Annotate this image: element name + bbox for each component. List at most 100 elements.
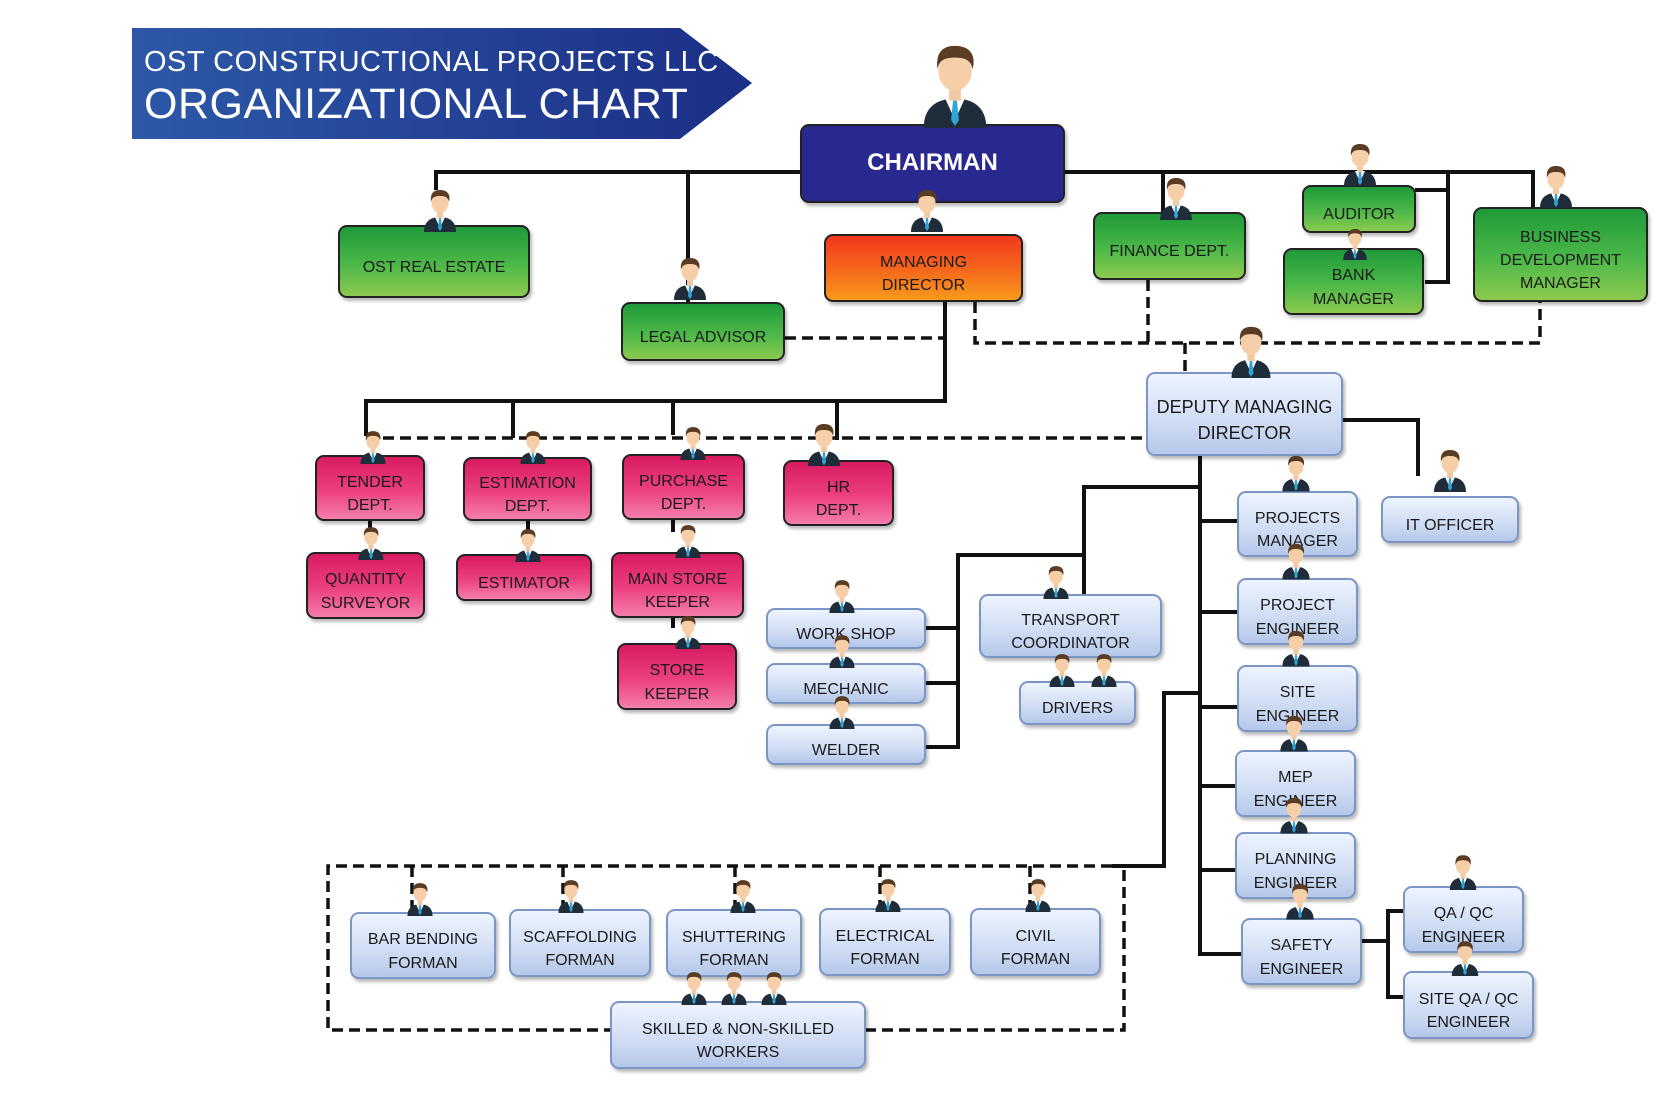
auditor-label: AUDITOR xyxy=(1323,206,1395,224)
legal-advisor-box[interactable]: LEGAL ADVISOR xyxy=(621,302,785,361)
main-store-keeper-box[interactable]: MAIN STORE KEEPER xyxy=(611,552,744,618)
person-icon xyxy=(730,880,756,913)
person-icon xyxy=(1280,797,1308,834)
person-icon xyxy=(808,424,840,466)
safety-engineer-box[interactable]: SAFETY ENGINEER xyxy=(1241,918,1362,985)
projects-manager-label: PROJECTS MANAGER xyxy=(1254,509,1341,550)
it-officer-box[interactable]: IT OFFICER xyxy=(1381,496,1519,543)
ost-real-estate-label: OST REAL ESTATE xyxy=(362,258,506,276)
quantity-surveyor-box[interactable]: QUANTITY SURVEYOR xyxy=(306,552,425,619)
bar-bending-forman-box[interactable]: BAR BENDING FORMAN xyxy=(350,912,496,979)
person-icon xyxy=(675,616,701,649)
person-icon xyxy=(1282,455,1310,492)
deputy-managing-director-box[interactable]: DEPUTY MANAGING DIRECTOR xyxy=(1146,372,1343,456)
planning-engineer-box[interactable]: PLANNING ENGINEER xyxy=(1235,832,1356,899)
finance-dept-box[interactable]: FINANCE DEPT. xyxy=(1093,212,1246,280)
drivers-label: DRIVERS xyxy=(1041,700,1114,718)
person-icon xyxy=(761,972,787,1005)
purchase-dept-label: PURCHASE DEPT. xyxy=(639,472,728,513)
safety-engineer-label: SAFETY ENGINEER xyxy=(1259,937,1344,978)
title-banner: OST CONSTRUCTIONAL PROJECTS LLC ORGANIZA… xyxy=(132,28,752,139)
person-icon xyxy=(911,190,943,232)
person-icon xyxy=(407,883,433,916)
hr-dept-box[interactable]: HR DEPT. xyxy=(783,460,894,526)
person-icon xyxy=(358,527,384,560)
person-icon xyxy=(829,580,855,613)
main-store-keeper-label: MAIN STORE KEEPER xyxy=(627,570,728,611)
person-icon xyxy=(923,45,987,128)
person-icon xyxy=(721,972,747,1005)
person-icon xyxy=(1043,566,1069,599)
store-keeper-box[interactable]: STORE KEEPER xyxy=(617,643,737,710)
person-icon xyxy=(875,879,901,912)
civil-forman-box[interactable]: CIVIL FORMAN xyxy=(970,908,1101,976)
drivers-box[interactable]: DRIVERS xyxy=(1019,681,1136,725)
chart-title: ORGANIZATIONAL CHART xyxy=(144,80,689,128)
company-name: OST CONSTRUCTIONAL PROJECTS LLC xyxy=(144,46,719,78)
estimation-dept-box[interactable]: ESTIMATION DEPT. xyxy=(463,457,592,521)
managing-director-box[interactable]: MANAGING DIRECTOR xyxy=(824,234,1023,302)
store-keeper-label: STORE KEEPER xyxy=(644,662,710,703)
site-qa-qc-engineer-label: SITE QA / QC ENGINEER xyxy=(1418,990,1519,1031)
auditor-box[interactable]: AUDITOR xyxy=(1302,185,1416,233)
transport-coordinator-box[interactable]: TRANSPORT COORDINATOR xyxy=(979,594,1162,658)
skilled-non-skilled-workers-box[interactable]: SKILLED & NON-SKILLED WORKERS xyxy=(610,1001,866,1069)
skilled-non-skilled-workers-label: SKILLED & NON-SKILLED WORKERS xyxy=(641,1020,835,1061)
tender-dept-label: TENDER DEPT. xyxy=(337,473,403,514)
chairman-label: CHAIRMAN xyxy=(867,149,998,177)
hr-dept-label: HR DEPT. xyxy=(815,478,862,519)
mechanic-box[interactable]: MECHANIC xyxy=(766,663,926,704)
welder-box[interactable]: WELDER xyxy=(766,724,926,765)
transport-coordinator-label: TRANSPORT COORDINATOR xyxy=(1011,611,1130,652)
person-icon xyxy=(681,972,707,1005)
person-icon xyxy=(829,635,855,668)
finance-dept-label: FINANCE DEPT. xyxy=(1109,243,1230,261)
person-icon xyxy=(515,529,541,562)
qa-qc-engineer-label: QA / QC ENGINEER xyxy=(1421,905,1506,946)
managing-director-label: MANAGING DIRECTOR xyxy=(879,253,968,294)
electrical-forman-box[interactable]: ELECTRICAL FORMAN xyxy=(819,908,951,976)
bank-manager-label: BANK MANAGER xyxy=(1313,267,1394,308)
person-icon xyxy=(424,190,456,232)
person-icon xyxy=(1282,630,1310,667)
person-icon xyxy=(360,431,386,464)
person-icon xyxy=(1286,883,1314,920)
estimator-box[interactable]: ESTIMATOR xyxy=(456,554,592,601)
person-icon xyxy=(1282,543,1310,580)
bar-bending-forman-label: BAR BENDING FORMAN xyxy=(367,931,479,972)
scaffolding-forman-box[interactable]: SCAFFOLDING FORMAN xyxy=(509,909,651,977)
site-qa-qc-engineer-box[interactable]: SITE QA / QC ENGINEER xyxy=(1403,971,1534,1039)
qa-qc-engineer-box[interactable]: QA / QC ENGINEER xyxy=(1403,886,1524,953)
ost-real-estate-box[interactable]: OST REAL ESTATE xyxy=(338,225,530,298)
person-icon xyxy=(1540,166,1572,208)
site-engineer-label: SITE ENGINEER xyxy=(1255,684,1340,725)
shuttering-forman-label: SHUTTERING FORMAN xyxy=(682,928,786,969)
planning-engineer-label: PLANNING ENGINEER xyxy=(1253,851,1338,892)
shuttering-forman-box[interactable]: SHUTTERING FORMAN xyxy=(666,909,802,977)
scaffolding-forman-label: SCAFFOLDING FORMAN xyxy=(523,928,637,969)
person-icon xyxy=(675,525,701,558)
person-icon xyxy=(1025,879,1051,912)
person-icon xyxy=(1280,715,1308,752)
project-engineer-label: PROJECT ENGINEER xyxy=(1255,597,1340,638)
project-engineer-box[interactable]: PROJECT ENGINEER xyxy=(1237,578,1358,645)
purchase-dept-box[interactable]: PURCHASE DEPT. xyxy=(622,454,745,520)
tender-dept-box[interactable]: TENDER DEPT. xyxy=(315,455,425,521)
person-icon xyxy=(1343,228,1367,260)
civil-forman-label: CIVIL FORMAN xyxy=(1000,927,1071,968)
mechanic-label: MECHANIC xyxy=(803,680,889,698)
person-icon xyxy=(829,696,855,729)
deputy-managing-director-label: DEPUTY MANAGING DIRECTOR xyxy=(1156,396,1333,443)
person-icon xyxy=(1091,654,1117,687)
person-icon xyxy=(1449,855,1477,890)
person-icon xyxy=(1344,144,1376,186)
person-icon xyxy=(520,431,546,464)
person-icon xyxy=(1160,178,1192,220)
business-development-manager-box[interactable]: BUSINESS DEVELOPMENT MANAGER xyxy=(1473,207,1648,302)
person-icon xyxy=(558,880,584,913)
person-icon xyxy=(674,258,706,300)
person-icon xyxy=(1434,450,1466,492)
welder-label: WELDER xyxy=(811,741,881,759)
person-icon xyxy=(680,427,706,460)
